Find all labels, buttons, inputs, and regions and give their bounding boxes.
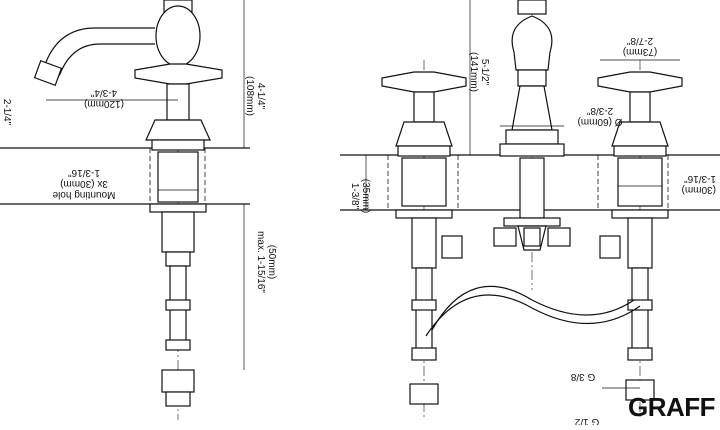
left-shank — [157, 151, 199, 203]
dim-spout-reach-mm: (120mm) — [84, 98, 124, 109]
right-left-valve — [411, 217, 437, 269]
right-right-band-2 — [627, 347, 653, 361]
left-dimension-labels: 4-3/4" (120mm) 2-1/4" 4-1/4" (108mm) 1-3… — [1, 76, 277, 293]
right-right-band — [627, 299, 653, 311]
dim-base-diameter-mm: Ø (60mm) — [578, 116, 623, 127]
dim-overall-height: 4-1/4" — [255, 83, 266, 110]
right-left-nut — [395, 209, 453, 219]
left-spout-top — [39, 27, 155, 71]
left-cross-handle — [134, 63, 223, 85]
dim-deck-thickness: 1-3/8" — [349, 183, 360, 210]
dim-spout-height-partial: 2-1/4" — [1, 99, 12, 126]
dim-spout-reach: 4-3/4" — [90, 87, 117, 98]
dim-side-hole-partial-mm: (30mm) — [682, 184, 716, 195]
right-right-handle — [597, 71, 683, 93]
right-right-hose — [631, 267, 649, 359]
right-left-band-2 — [411, 347, 437, 361]
left-connector-tip — [165, 391, 191, 407]
right-left-shank — [401, 157, 447, 207]
right-left-side-nut — [441, 235, 463, 259]
right-right-stem — [629, 91, 651, 123]
dim-max-depth: max. 1-15/16" — [255, 231, 266, 293]
right-connecting-hose — [431, 285, 635, 331]
right-front-view — [340, 0, 720, 420]
right-right-valve — [627, 217, 653, 269]
dim-base-diameter: 2-3/8" — [586, 105, 613, 116]
dim-overall-height-mm: (108mm) — [244, 76, 255, 116]
left-fitting — [165, 251, 191, 267]
right-spout-cap — [517, 0, 547, 15]
left-collar — [145, 119, 211, 141]
left-aerator — [33, 60, 63, 86]
dim-side-hole-partial: 1-3/16" — [684, 173, 716, 184]
right-tee-center — [523, 227, 541, 247]
right-spout-ring — [517, 69, 547, 87]
right-left-stem — [413, 91, 435, 123]
brand-logo: GRAFF — [628, 392, 715, 422]
right-left-connector — [409, 383, 439, 405]
left-base-ring — [151, 139, 205, 151]
dim-deck-thickness-mm: (35mm) — [360, 179, 371, 213]
left-connector — [161, 369, 195, 393]
right-tee-left — [493, 227, 517, 247]
left-stem — [166, 83, 190, 121]
dim-hole-diameter: 1-3/16" — [68, 167, 100, 178]
left-nut — [149, 203, 207, 213]
right-spout-nut — [503, 217, 561, 227]
dim-spout-height: 5-1/2" — [479, 59, 490, 86]
right-right-base — [613, 145, 667, 157]
dim-max-depth-mm: (50mm) — [266, 245, 277, 279]
right-tee-right — [547, 227, 571, 247]
label-inlet-small: G 3/8 — [570, 371, 595, 382]
right-left-handle — [381, 71, 467, 93]
left-hose-band-2 — [165, 339, 191, 351]
label-inlet-large: G 1/2 — [574, 416, 599, 425]
right-right-shank — [617, 157, 663, 207]
right-spout-base — [499, 143, 565, 157]
right-left-band — [411, 299, 437, 311]
right-dimension-labels: 5-1/2" (141mm) 2-7/8" (73mm) 2-3/8" Ø (6… — [349, 35, 716, 427]
left-valve-body — [161, 211, 195, 253]
left-hose-band — [165, 299, 191, 311]
left-spout-bottom — [55, 43, 155, 81]
right-left-collar — [395, 121, 453, 147]
right-connecting-hose-2 — [425, 294, 641, 337]
right-right-nut — [611, 209, 669, 219]
right-left-hose — [415, 267, 433, 359]
right-left-base — [397, 145, 451, 157]
right-spout-collar — [505, 129, 559, 145]
right-spout-shank — [519, 157, 545, 219]
label-mounting-hole: Mounting hole — [52, 189, 115, 200]
right-spout-body — [511, 85, 553, 131]
left-body-ball — [155, 5, 201, 67]
dim-hole-diameter-mm: 3x (30mm) — [60, 178, 108, 189]
right-right-side-nut — [599, 235, 621, 259]
right-spout-neck — [511, 15, 553, 71]
dim-handle-diameter: 2-7/8" — [626, 35, 653, 46]
left-side-view — [0, 0, 250, 420]
dim-handle-diameter-mm: (73mm) — [623, 46, 657, 57]
dim-spout-height-mm: (141mm) — [468, 52, 479, 92]
right-right-connector — [625, 379, 655, 401]
right-right-collar — [611, 121, 669, 147]
